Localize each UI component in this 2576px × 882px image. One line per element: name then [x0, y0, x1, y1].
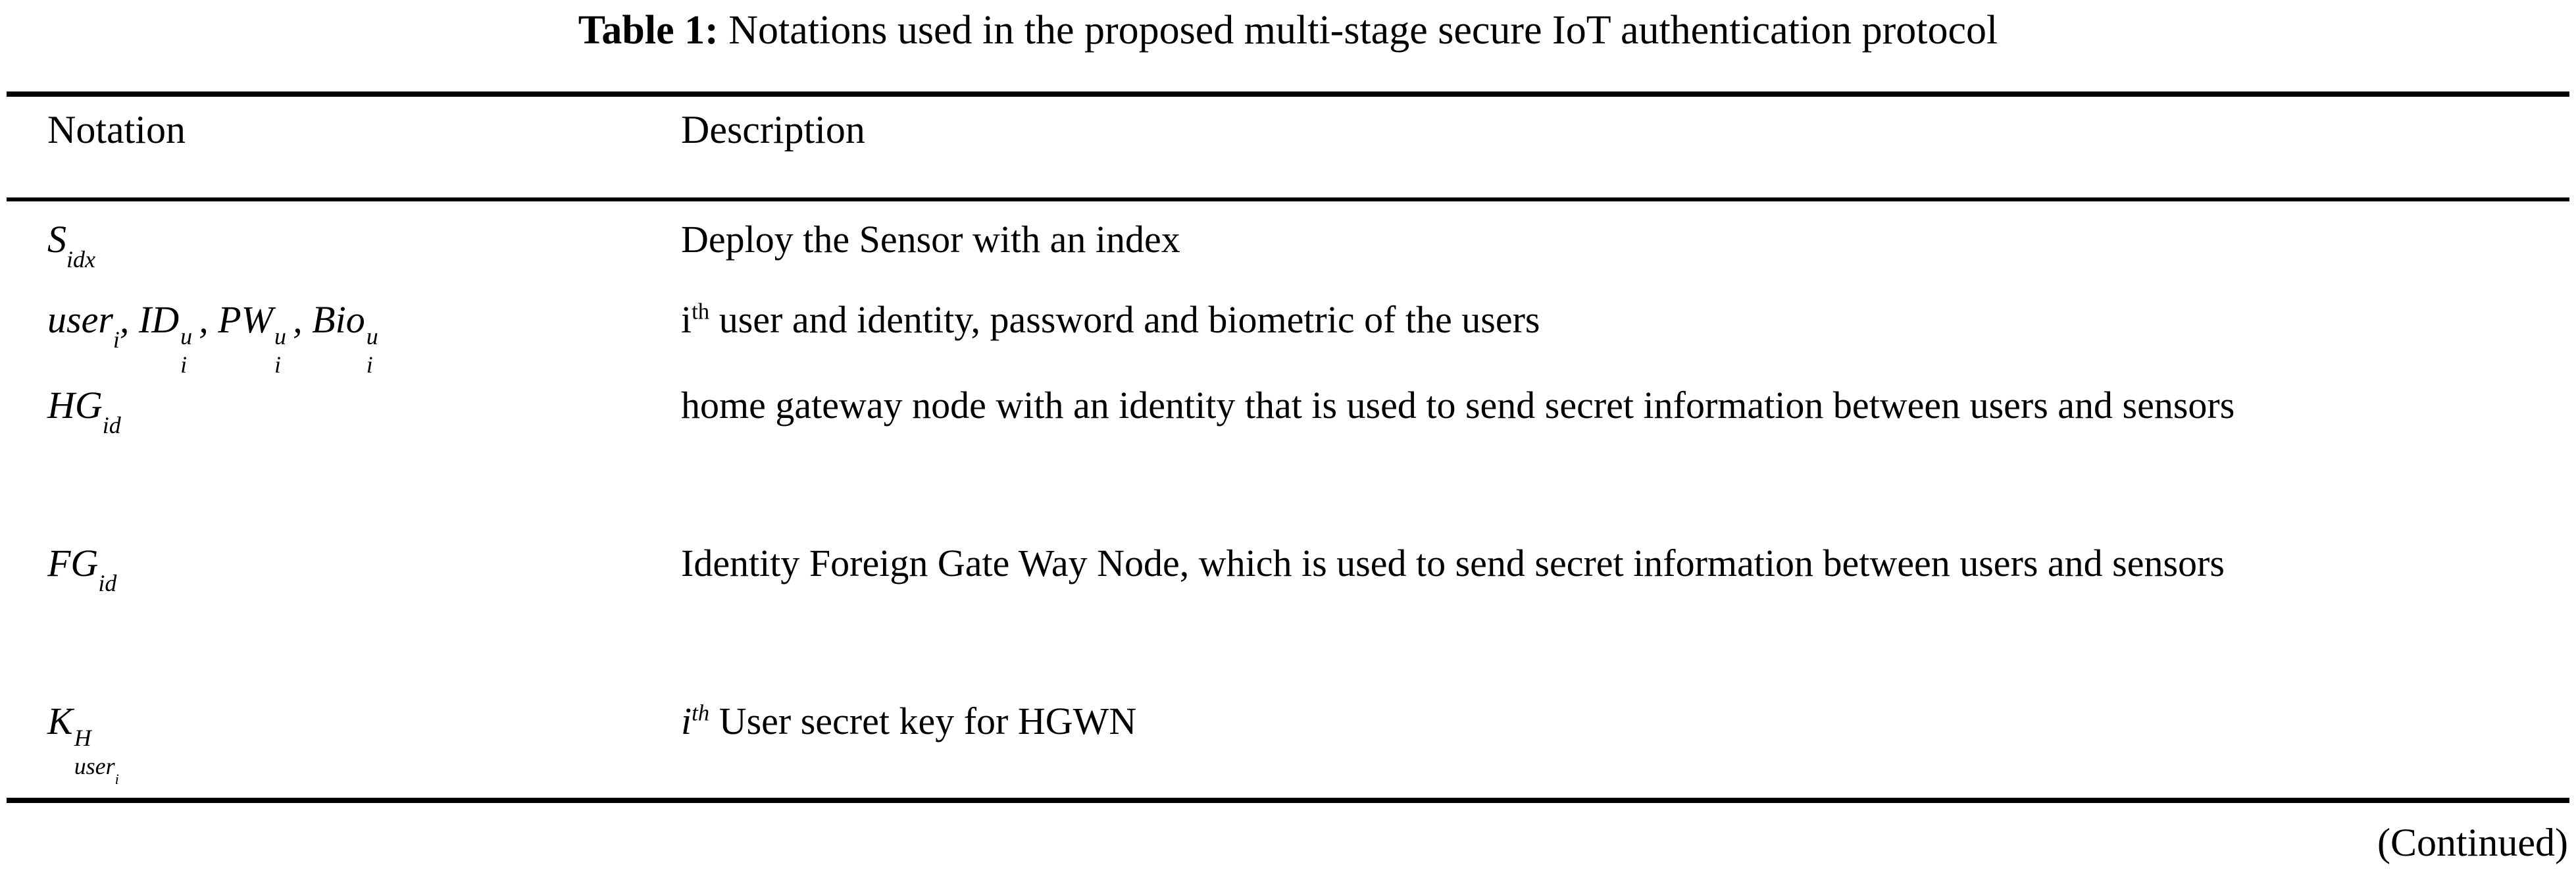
- notation-subscript: useri: [74, 737, 119, 795]
- notation-base: K: [47, 700, 73, 742]
- cell-notation: Sidx: [47, 211, 672, 273]
- notation-superscript: H: [74, 725, 91, 752]
- notation-separator: ,: [293, 298, 313, 341]
- notation-superscript: u: [366, 323, 378, 350]
- notation-separator: ,: [199, 298, 218, 341]
- notation-base: Bio: [312, 298, 365, 341]
- cell-description: ith user and identity, password and biom…: [681, 291, 2563, 349]
- ordinal-suffix: th: [692, 700, 710, 726]
- description-text: user and identity, password and biometri…: [709, 298, 1540, 341]
- ordinal-number: i: [681, 298, 692, 341]
- table-rule-bottom: [7, 798, 2569, 803]
- column-header-description: Description: [681, 108, 865, 151]
- table-caption: Table 1: Notations used in the proposed …: [0, 4, 2576, 57]
- table-rule-header: [7, 197, 2569, 201]
- notation-base: ID: [138, 298, 180, 341]
- description-text: User secret key for HGWN: [709, 700, 1137, 742]
- notation-base: FG: [47, 542, 99, 584]
- notation-superscript: u: [274, 323, 286, 350]
- notation-base: PW: [218, 298, 273, 341]
- column-header-notation: Notation: [47, 108, 186, 151]
- cell-description: Deploy the Sensor with an index: [681, 218, 1180, 261]
- notation-subscript-index: i: [114, 770, 119, 787]
- notation-subscript: id: [102, 412, 121, 439]
- notation-subscript: id: [98, 570, 117, 597]
- table-caption-text: Notations used in the proposed multi-sta…: [728, 8, 1998, 53]
- notation-subscript: i: [113, 326, 120, 353]
- continued-note: (Continued): [2377, 821, 2568, 864]
- notation-base: HG: [47, 384, 103, 427]
- notation-base: user: [47, 298, 113, 341]
- ordinal-number: i: [681, 700, 692, 742]
- notation-subscript-base: user: [74, 753, 115, 780]
- notation-subscript: i: [366, 351, 373, 378]
- cell-description: home gateway node with an identity that …: [681, 384, 2235, 427]
- table-row: Sidx Deploy the Sensor with an index: [0, 211, 2576, 291]
- table-rule-top: [7, 91, 2569, 97]
- notation-subscript: i: [274, 351, 281, 378]
- notation-base: S: [47, 218, 66, 261]
- notation-subscript: idx: [66, 246, 95, 273]
- notation-subscript: i: [180, 351, 188, 378]
- cell-description: Identity Foreign Gate Way Node, which is…: [681, 542, 2225, 584]
- ordinal-suffix: th: [692, 298, 710, 324]
- cell-description: ith User secret key for HGWN: [681, 692, 2563, 750]
- table-row: HGid home gateway node with an identity …: [0, 376, 2576, 534]
- table-row: FGid Identity Foreign Gate Way Node, whi…: [0, 534, 2576, 692]
- notation-separator: ,: [119, 298, 139, 341]
- notation-superscript: u: [180, 323, 193, 350]
- table-caption-label: Table 1:: [578, 8, 719, 53]
- table-header-row: Notation Description: [0, 102, 2576, 188]
- cell-notation: FGid: [47, 534, 672, 595]
- cell-notation: HGid: [47, 376, 672, 437]
